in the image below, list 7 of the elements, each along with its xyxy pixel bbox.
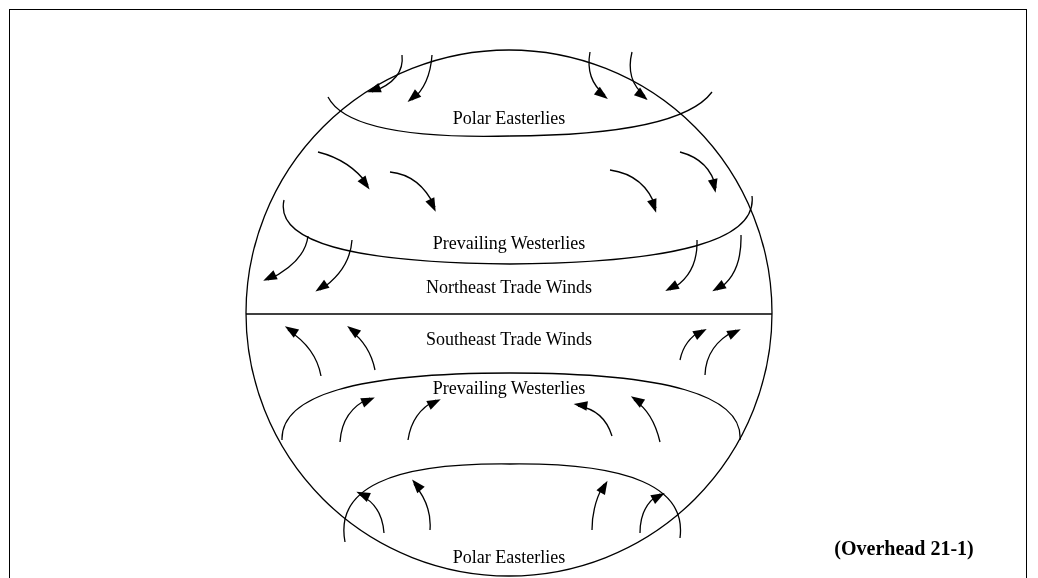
wind-belt-label: Prevailing Westerlies bbox=[432, 234, 586, 252]
wind-belt-label: Southeast Trade Winds bbox=[426, 330, 592, 348]
wind-belt-label: Northeast Trade Winds bbox=[426, 278, 592, 296]
wind-belt-label: Polar Easterlies bbox=[452, 548, 566, 566]
figure-reference: (Overhead 21-1) bbox=[834, 538, 974, 558]
wind-belt-label: Polar Easterlies bbox=[452, 109, 566, 127]
wind-belt-label: Prevailing Westerlies bbox=[432, 379, 586, 397]
